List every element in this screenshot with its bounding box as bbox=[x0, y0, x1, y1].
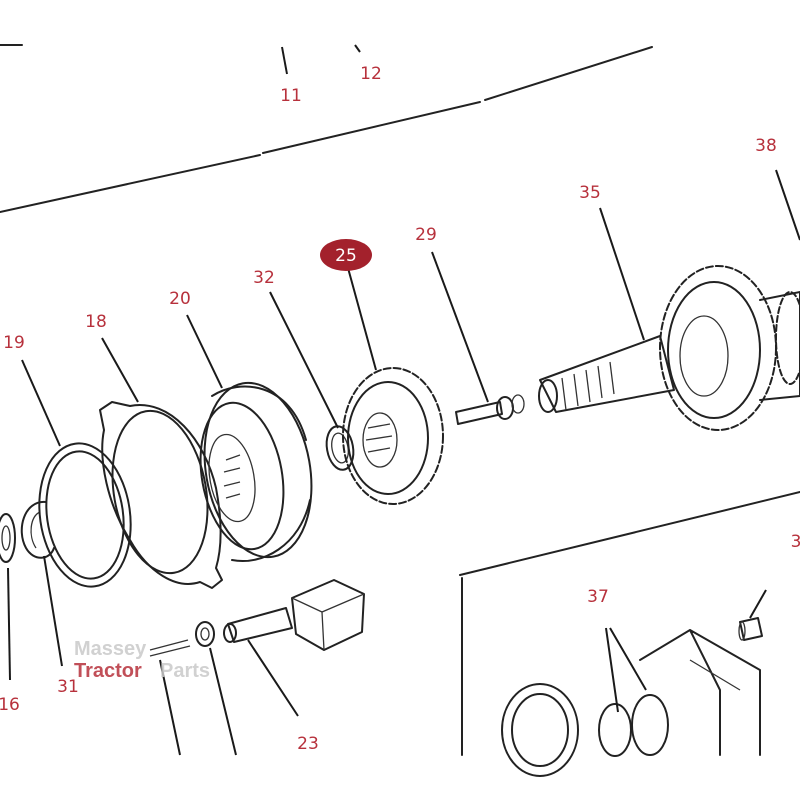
clutch-drum-part-20 bbox=[199, 381, 313, 562]
part-label-20: 20 bbox=[169, 289, 191, 309]
part-label-19: 19 bbox=[3, 333, 25, 353]
part-label-18: 18 bbox=[85, 312, 107, 332]
part-label-37: 37 bbox=[587, 587, 609, 607]
snap-ring-part-19 bbox=[38, 442, 132, 588]
shaft-part-35 bbox=[538, 265, 800, 431]
gear-part-25 bbox=[342, 367, 444, 505]
part-label-11: 11 bbox=[280, 86, 302, 106]
part-label-23: 23 bbox=[297, 734, 319, 754]
part-label-12: 12 bbox=[360, 64, 382, 84]
part-label-16: 16 bbox=[0, 695, 20, 715]
tabbed-plate-part-18 bbox=[99, 401, 223, 589]
spring-pin-assembly-part-23 bbox=[149, 579, 365, 657]
roller-part bbox=[738, 617, 763, 641]
watermark-line-2: Tractor bbox=[74, 660, 142, 682]
part-label-3: 3 bbox=[791, 532, 800, 552]
watermark-line-3: Parts bbox=[160, 660, 210, 682]
ring-part-32 bbox=[325, 425, 355, 471]
highlighted-part-badge-25[interactable]: 25 bbox=[320, 239, 372, 271]
watermark-logo: Massey Tractor Parts bbox=[74, 638, 210, 682]
section-boundary-top bbox=[0, 44, 653, 213]
part-label-32: 32 bbox=[253, 268, 275, 288]
section-boundary-lower bbox=[459, 491, 800, 756]
part-label-38: 38 bbox=[755, 136, 777, 156]
part-label-29: 29 bbox=[415, 225, 437, 245]
pin-part-29 bbox=[455, 394, 525, 425]
watermark-line-1: Massey bbox=[74, 638, 147, 660]
washer-part-16 bbox=[0, 513, 16, 563]
part-label-25: 25 bbox=[335, 246, 357, 266]
part-label-31: 31 bbox=[57, 677, 79, 697]
leader-lines bbox=[7, 169, 800, 756]
part-labels: 11 12 38 35 29 25 32 20 18 19 37 3 16 31… bbox=[0, 64, 800, 754]
part-label-35: 35 bbox=[579, 183, 601, 203]
bearing-assembly-part-37 bbox=[501, 629, 761, 777]
circlip-part-31 bbox=[20, 500, 55, 559]
